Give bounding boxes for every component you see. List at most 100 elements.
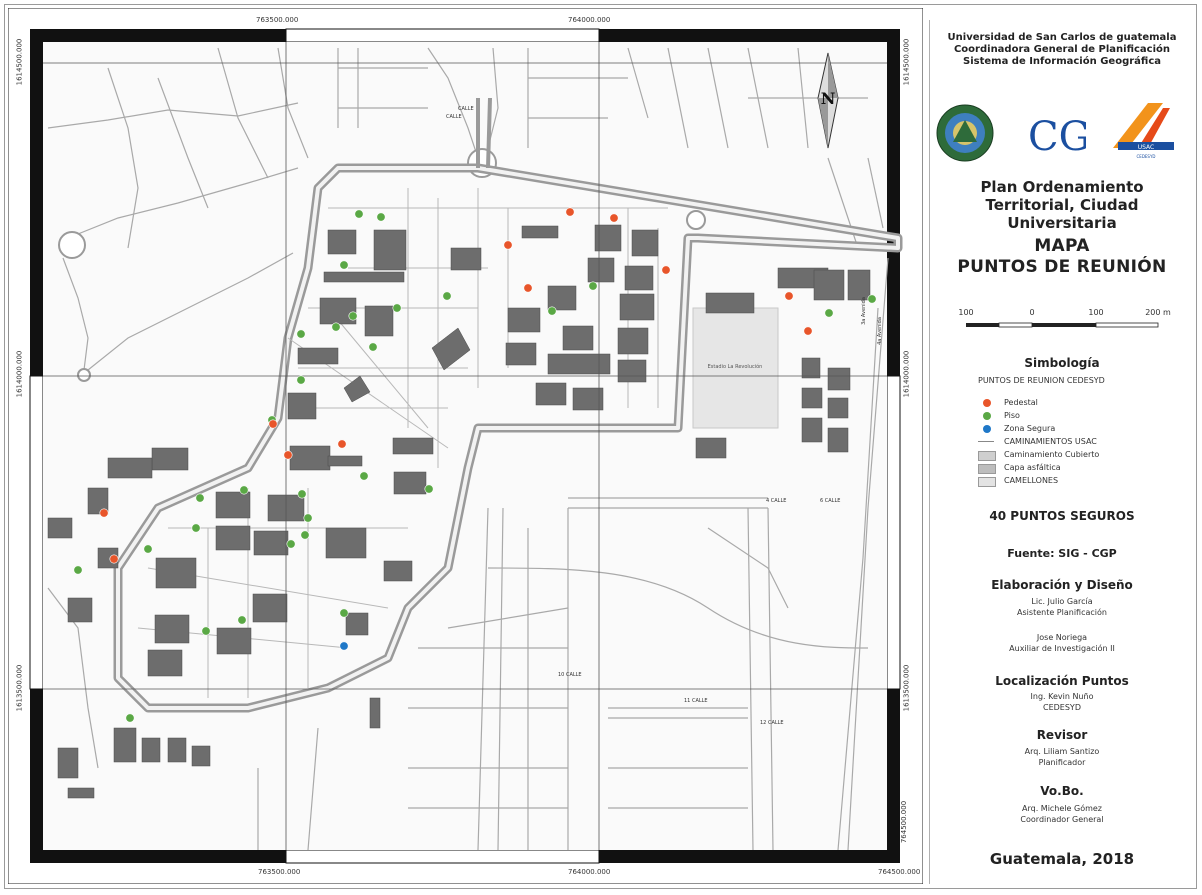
stadium-label: Estadio La Revolución	[708, 363, 763, 370]
legend-item-piso: Piso	[978, 409, 1178, 422]
plan-title: Plan Ordenamiento Territorial, Ciudad Un…	[930, 178, 1194, 232]
reunion-point-piso[interactable]	[368, 342, 378, 352]
reunion-point-piso[interactable]	[442, 291, 452, 301]
street-label-5: 10 CALLE	[558, 672, 582, 678]
pedestal-dot-icon	[983, 399, 991, 407]
bottom-coord-1: 763500.000	[258, 868, 301, 876]
institution-line-2: Coordinadora General de Planificación	[953, 44, 1171, 55]
left-coord-2: 1614000.000	[15, 350, 24, 398]
scale-bar: 100 0 100 200 m	[958, 308, 1171, 338]
street-label-8: 3a Avenida	[860, 297, 867, 325]
usac-diag-text: CEDESYD	[1137, 154, 1156, 159]
localization-name: Ing. Kevin Nuño	[1030, 692, 1094, 701]
legend-list: Pedestal Piso Zona Segura CAMINAMIENTOS …	[978, 396, 1178, 487]
reunion-point-pedestal[interactable]	[503, 240, 513, 250]
scale-label-3: 100	[1088, 308, 1104, 317]
right-coord-2: 1614000.000	[902, 350, 911, 398]
points-count: 40 PUNTOS SEGUROS	[989, 509, 1135, 523]
reunion-point-piso[interactable]	[867, 294, 877, 304]
reviewer-person: Arq. Liliam Santizo Planificador	[930, 746, 1194, 768]
cgp-logo: CGP	[1026, 104, 1117, 166]
reunion-point-piso[interactable]	[195, 493, 205, 503]
reunion-point-pedestal[interactable]	[523, 283, 533, 293]
legend-label: Zona Segura	[1004, 424, 1056, 433]
reunion-point-pedestal[interactable]	[99, 508, 109, 518]
reunion-point-piso[interactable]	[286, 539, 296, 549]
reunion-point-piso[interactable]	[339, 260, 349, 270]
reunion-point-piso[interactable]	[303, 513, 313, 523]
reunion-point-piso[interactable]	[125, 713, 135, 723]
reunion-point-piso[interactable]	[547, 306, 557, 316]
top-coord-1: 763500.000	[256, 16, 299, 24]
reunion-point-pedestal[interactable]	[803, 326, 813, 336]
usac-small-text: USAC	[1138, 144, 1155, 151]
reunion-point-piso[interactable]	[73, 565, 83, 575]
designer-2-role: Auxiliar de Investigación II	[1009, 644, 1115, 653]
reunion-point-piso[interactable]	[297, 489, 307, 499]
reunion-point-piso[interactable]	[392, 303, 402, 313]
designer-1-name: Lic. Julio García	[1031, 597, 1093, 606]
reunion-point-zona[interactable]	[339, 641, 349, 651]
reunion-point-piso[interactable]	[239, 485, 249, 495]
buildings	[47, 224, 871, 799]
piso-dot-icon	[983, 412, 991, 420]
reunion-point-piso[interactable]	[331, 322, 341, 332]
reunion-point-pedestal[interactable]	[565, 207, 575, 217]
bottom-coord-2: 764000.000	[568, 868, 611, 876]
reunion-point-piso[interactable]	[359, 471, 369, 481]
reunion-point-piso[interactable]	[348, 311, 358, 321]
legend-item-zona-segura: Zona Segura	[978, 422, 1178, 435]
reunion-point-piso[interactable]	[588, 281, 598, 291]
north-arrow: N	[817, 52, 839, 149]
legend-label: Caminamiento Cubierto	[1004, 450, 1100, 459]
map-area[interactable]: Estadio La Revolución	[43, 42, 903, 851]
reviewer-name: Arq. Liliam Santizo	[1024, 747, 1100, 756]
left-coord-1: 1614500.000	[15, 38, 24, 86]
bottom-coord-3: 764500.000	[878, 868, 921, 876]
reunion-point-pedestal[interactable]	[661, 265, 671, 275]
reunion-point-piso[interactable]	[824, 308, 834, 318]
reunion-point-piso[interactable]	[339, 608, 349, 618]
street-label-3: 4 CALLE	[766, 498, 787, 504]
reunion-point-piso[interactable]	[201, 626, 211, 636]
map-sheet	[4, 4, 1197, 889]
designer-2: Jose Noriega Auxiliar de Investigación I…	[930, 632, 1194, 654]
reunion-point-piso[interactable]	[143, 544, 153, 554]
reunion-point-piso[interactable]	[237, 615, 247, 625]
north-label: N	[821, 89, 836, 108]
reunion-point-pedestal[interactable]	[268, 419, 278, 429]
legend-label: Capa asfáltica	[1004, 463, 1061, 472]
map-title: MAPA PUNTOS DE REUNIÓN	[930, 236, 1194, 278]
street-label-1: CALLE	[446, 114, 462, 120]
reunion-point-pedestal[interactable]	[337, 439, 347, 449]
legend-header: PUNTOS DE REUNION CEDESYD	[978, 376, 1105, 385]
reunion-point-piso[interactable]	[376, 212, 386, 222]
reunion-points	[73, 207, 877, 723]
reunion-point-piso[interactable]	[424, 484, 434, 494]
vobo-name: Arq. Michele Gómez	[1022, 804, 1102, 813]
reunion-point-piso[interactable]	[300, 530, 310, 540]
designer-1: Lic. Julio García Asistente Planificació…	[930, 596, 1194, 618]
legend-label: CAMELLONES	[1004, 476, 1059, 485]
institution-block: Universidad de San Carlos de guatemala C…	[930, 32, 1194, 68]
legend-item-pedestal: Pedestal	[978, 396, 1178, 409]
stadium	[692, 307, 779, 429]
reunion-point-piso[interactable]	[296, 375, 306, 385]
reunion-point-piso[interactable]	[191, 523, 201, 533]
vobo-title: Vo.Bo.	[1040, 784, 1084, 798]
grid-lines	[43, 42, 887, 850]
scale-label-4: 200 m	[1145, 308, 1171, 317]
reunion-point-pedestal[interactable]	[609, 213, 619, 223]
reunion-point-piso[interactable]	[354, 209, 364, 219]
localization-org: CEDESYD	[1043, 703, 1081, 712]
localization-person: Ing. Kevin Nuño CEDESYD	[930, 691, 1194, 713]
reunion-point-pedestal[interactable]	[784, 291, 794, 301]
box-symbol-icon	[978, 451, 996, 461]
map-frame: Estadio La Revolución	[8, 8, 923, 884]
reviewer-role: Planificador	[1038, 758, 1086, 767]
reunion-point-pedestal[interactable]	[283, 450, 293, 460]
reunion-point-pedestal[interactable]	[109, 554, 119, 564]
map-title-line-1: MAPA	[1034, 236, 1090, 256]
reunion-point-piso[interactable]	[296, 329, 306, 339]
legend-item-camellones: CAMELLONES	[978, 474, 1178, 487]
